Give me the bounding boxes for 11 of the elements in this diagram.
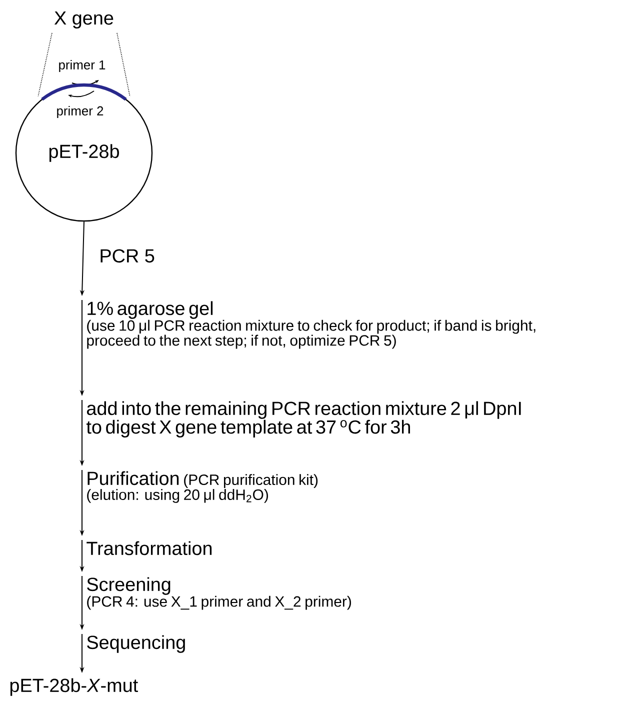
- gene-label: X gene: [54, 12, 114, 28]
- step-text: 1% agarose gel (use 10 μl PCR reaction mixture to check for product; if band is bright, proceed to the next step; if not, optimize PCR 5): [87, 301, 536, 349]
- primer-label: primer 1: [59, 60, 106, 72]
- step-text: Screening (PCR 4: use X_1 primer and X_2 primer): [87, 577, 351, 610]
- step-text: Sequencing: [87, 635, 185, 653]
- step-text: Purification (PCR purification kit) (elution: using 20 μl ddH$_{2}$O): [87, 471, 318, 503]
- step-text: add into the remaining PCR reaction mixture 2 μl DpnI to digest X gene template at 37 $^{o}$C for 3h: [86, 401, 521, 438]
- step-text: Transformation: [86, 541, 212, 556]
- product-label: pET-28b-X-mut: [10, 678, 138, 696]
- primer-label: primer 2: [57, 106, 104, 118]
- step-label: PCR 5: [100, 249, 154, 263]
